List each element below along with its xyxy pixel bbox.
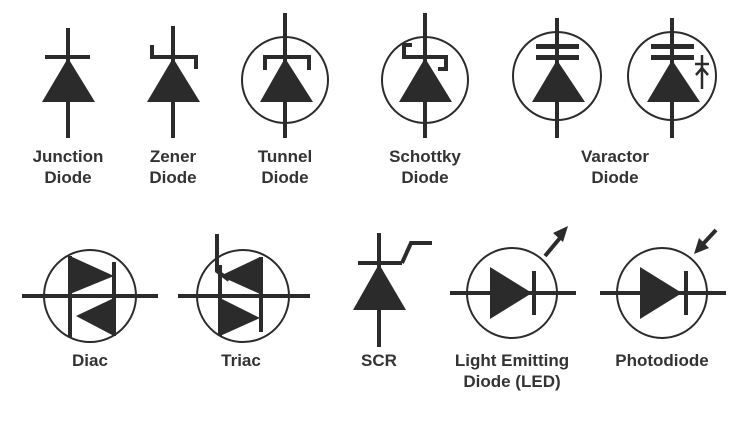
diac-symbol <box>22 249 158 343</box>
light-incident-arrow-icon <box>694 228 718 254</box>
zener-diode-label-line2: Diode <box>149 168 196 187</box>
photodiode-label: Photodiode <box>615 351 708 370</box>
varactor-diode-variant-symbol <box>627 18 717 138</box>
junction-diode-symbol <box>42 28 95 138</box>
tunnel-diode-label-line1: Tunnel <box>258 147 312 166</box>
led-label-line2: Diode (LED) <box>463 372 560 391</box>
variable-capacitance-icon <box>695 55 709 89</box>
triac-symbol <box>178 234 310 343</box>
schottky-diode-label-line2: Diode <box>401 168 448 187</box>
junction-diode-label-line1: Junction <box>33 147 104 166</box>
tunnel-diode-symbol <box>241 13 329 138</box>
varactor-diode-label-line2: Diode <box>591 168 638 187</box>
light-emission-arrow-icon <box>543 226 568 258</box>
tunnel-diode-label-line2: Diode <box>261 168 308 187</box>
photodiode-symbol <box>600 228 726 339</box>
triac-label: Triac <box>221 351 261 370</box>
varactor-diode-symbol <box>512 18 602 138</box>
diac-label: Diac <box>72 351 108 370</box>
junction-diode-label-line2: Diode <box>44 168 91 187</box>
scr-symbol <box>353 233 432 347</box>
schottky-diode-label-line1: Schottky <box>389 147 461 166</box>
scr-label: SCR <box>361 351 397 370</box>
varactor-diode-label-line1: Varactor <box>581 147 649 166</box>
led-label-line1: Light Emitting <box>455 351 569 370</box>
zener-diode-symbol <box>147 26 200 138</box>
zener-diode-label-line1: Zener <box>150 147 197 166</box>
schottky-diode-symbol <box>381 13 469 138</box>
led-symbol <box>450 226 576 339</box>
